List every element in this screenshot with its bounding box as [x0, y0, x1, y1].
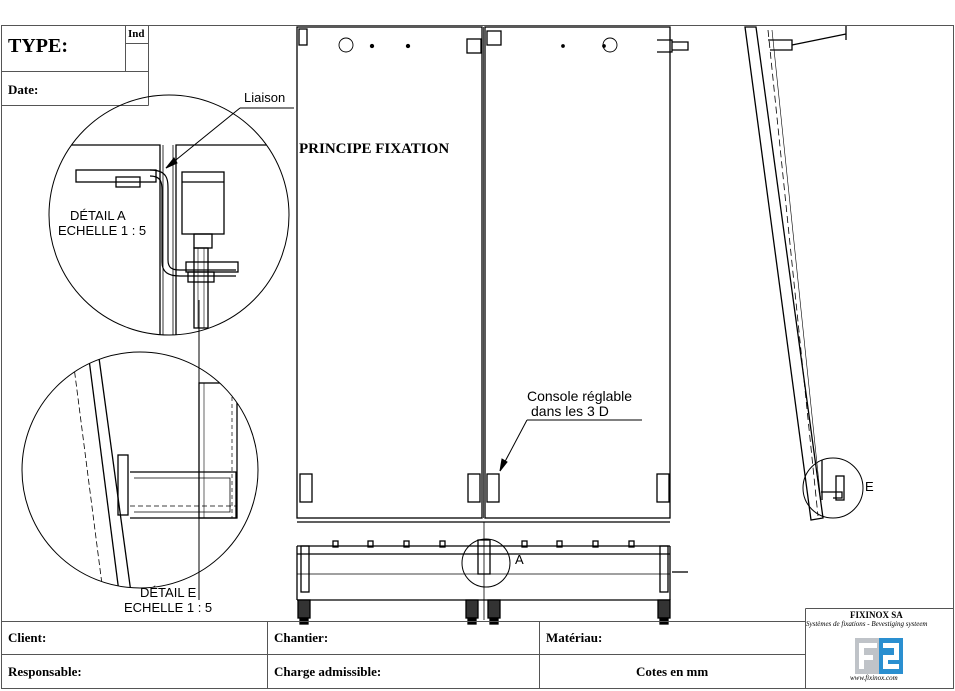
liaison-label: Liaison [244, 90, 286, 105]
sheet-border [1, 25, 954, 689]
fixinox-logo [855, 638, 903, 674]
section-strip [296, 521, 688, 625]
title-block [1, 608, 954, 689]
header-block [1, 25, 149, 106]
charge-field: Charge admissible: [274, 664, 382, 679]
chantier-field: Chantier: [274, 630, 329, 645]
side-elevation [744, 26, 847, 521]
responsable-field: Responsable: [8, 664, 82, 679]
marker-e-label: E [865, 479, 874, 494]
front-elevation [296, 26, 689, 519]
detail-e-view [21, 300, 259, 600]
marker-a-label: A [515, 552, 524, 567]
drawing-title: PRINCIPE FIXATION [299, 141, 450, 157]
type-label: TYPE: [8, 35, 68, 57]
detail-e-title: DÉTAIL E [140, 585, 197, 600]
date-label: Date: [8, 82, 39, 97]
detail-a-marker [461, 538, 511, 588]
cotes-field: Cotes en mm [636, 664, 709, 679]
detail-a-view [48, 94, 290, 336]
detail-e-scale: ECHELLE 1 : 5 [124, 600, 213, 615]
detail-e-marker [802, 457, 864, 519]
company-name: FIXINOX SA [850, 610, 903, 620]
liaison-leader [165, 107, 294, 169]
console-label-line2: dans les 3 D [531, 403, 609, 419]
company-website: www.fixinox.com [850, 674, 898, 682]
console-label-line1: Console réglable [527, 388, 633, 404]
company-tagline: Systèmes de fixations - Bevestiging syst… [806, 620, 928, 628]
console-leader [499, 419, 642, 472]
client-field: Client: [8, 630, 47, 645]
materiau-field: Matériau: [546, 630, 603, 645]
detail-a-scale: ECHELLE 1 : 5 [58, 223, 147, 238]
ind-label: Ind [128, 28, 145, 40]
detail-a-title: DÉTAIL A [70, 208, 126, 223]
